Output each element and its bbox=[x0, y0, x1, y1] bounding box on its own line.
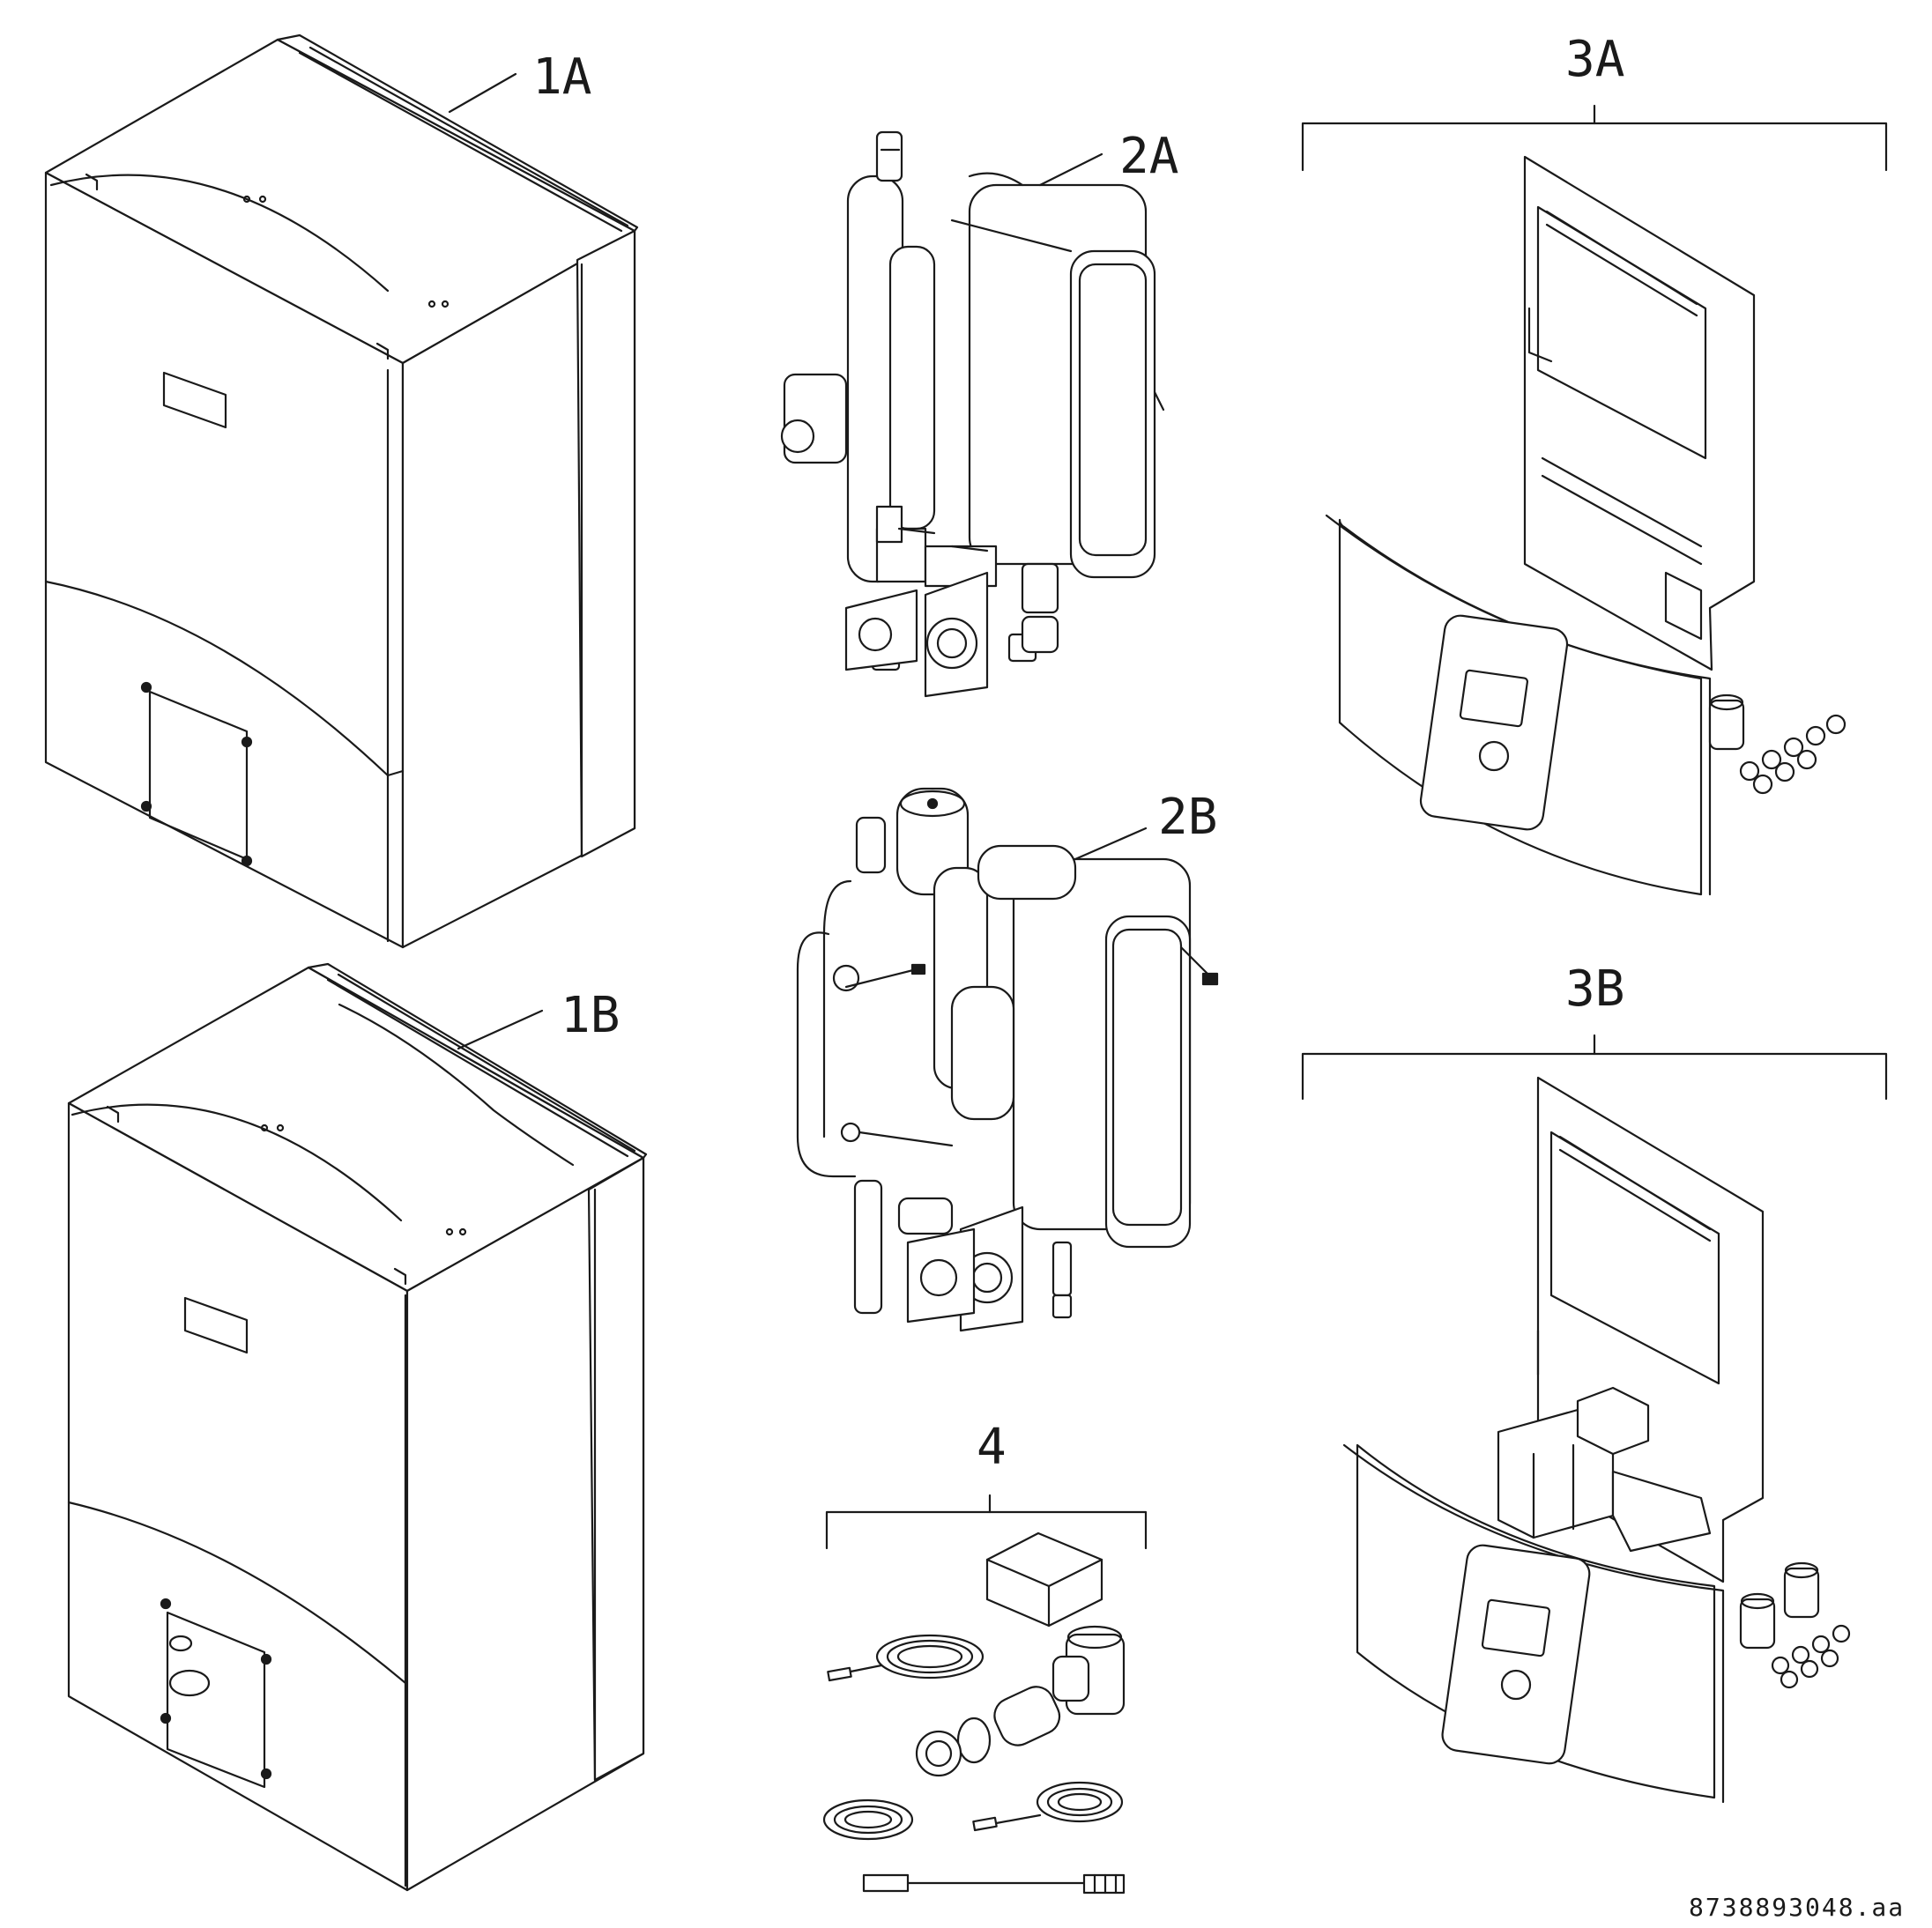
callout-4: 4 bbox=[977, 1419, 1007, 1476]
cable-glands-3a bbox=[1710, 695, 1845, 793]
hydraulic-module-2b bbox=[798, 789, 1217, 1331]
callout-1b: 1B bbox=[561, 987, 620, 1044]
control-kit-3b bbox=[1303, 1035, 1886, 1802]
callout-1a: 1A bbox=[532, 48, 592, 106]
accessory-kit-4 bbox=[824, 1495, 1146, 1893]
callout-3b: 3B bbox=[1565, 960, 1625, 1018]
callout-2b: 2B bbox=[1158, 789, 1218, 846]
callout-2a: 2A bbox=[1119, 128, 1179, 185]
indoor-unit-1a bbox=[46, 35, 637, 947]
hydraulic-module-2a bbox=[782, 132, 1163, 696]
cable-glands-3b bbox=[1741, 1563, 1849, 1687]
callout-3a: 3A bbox=[1565, 31, 1625, 88]
document-number: 8738893048.aa bbox=[1689, 1893, 1906, 1922]
control-kit-3a bbox=[1303, 106, 1886, 894]
indoor-unit-1b bbox=[69, 964, 646, 1890]
